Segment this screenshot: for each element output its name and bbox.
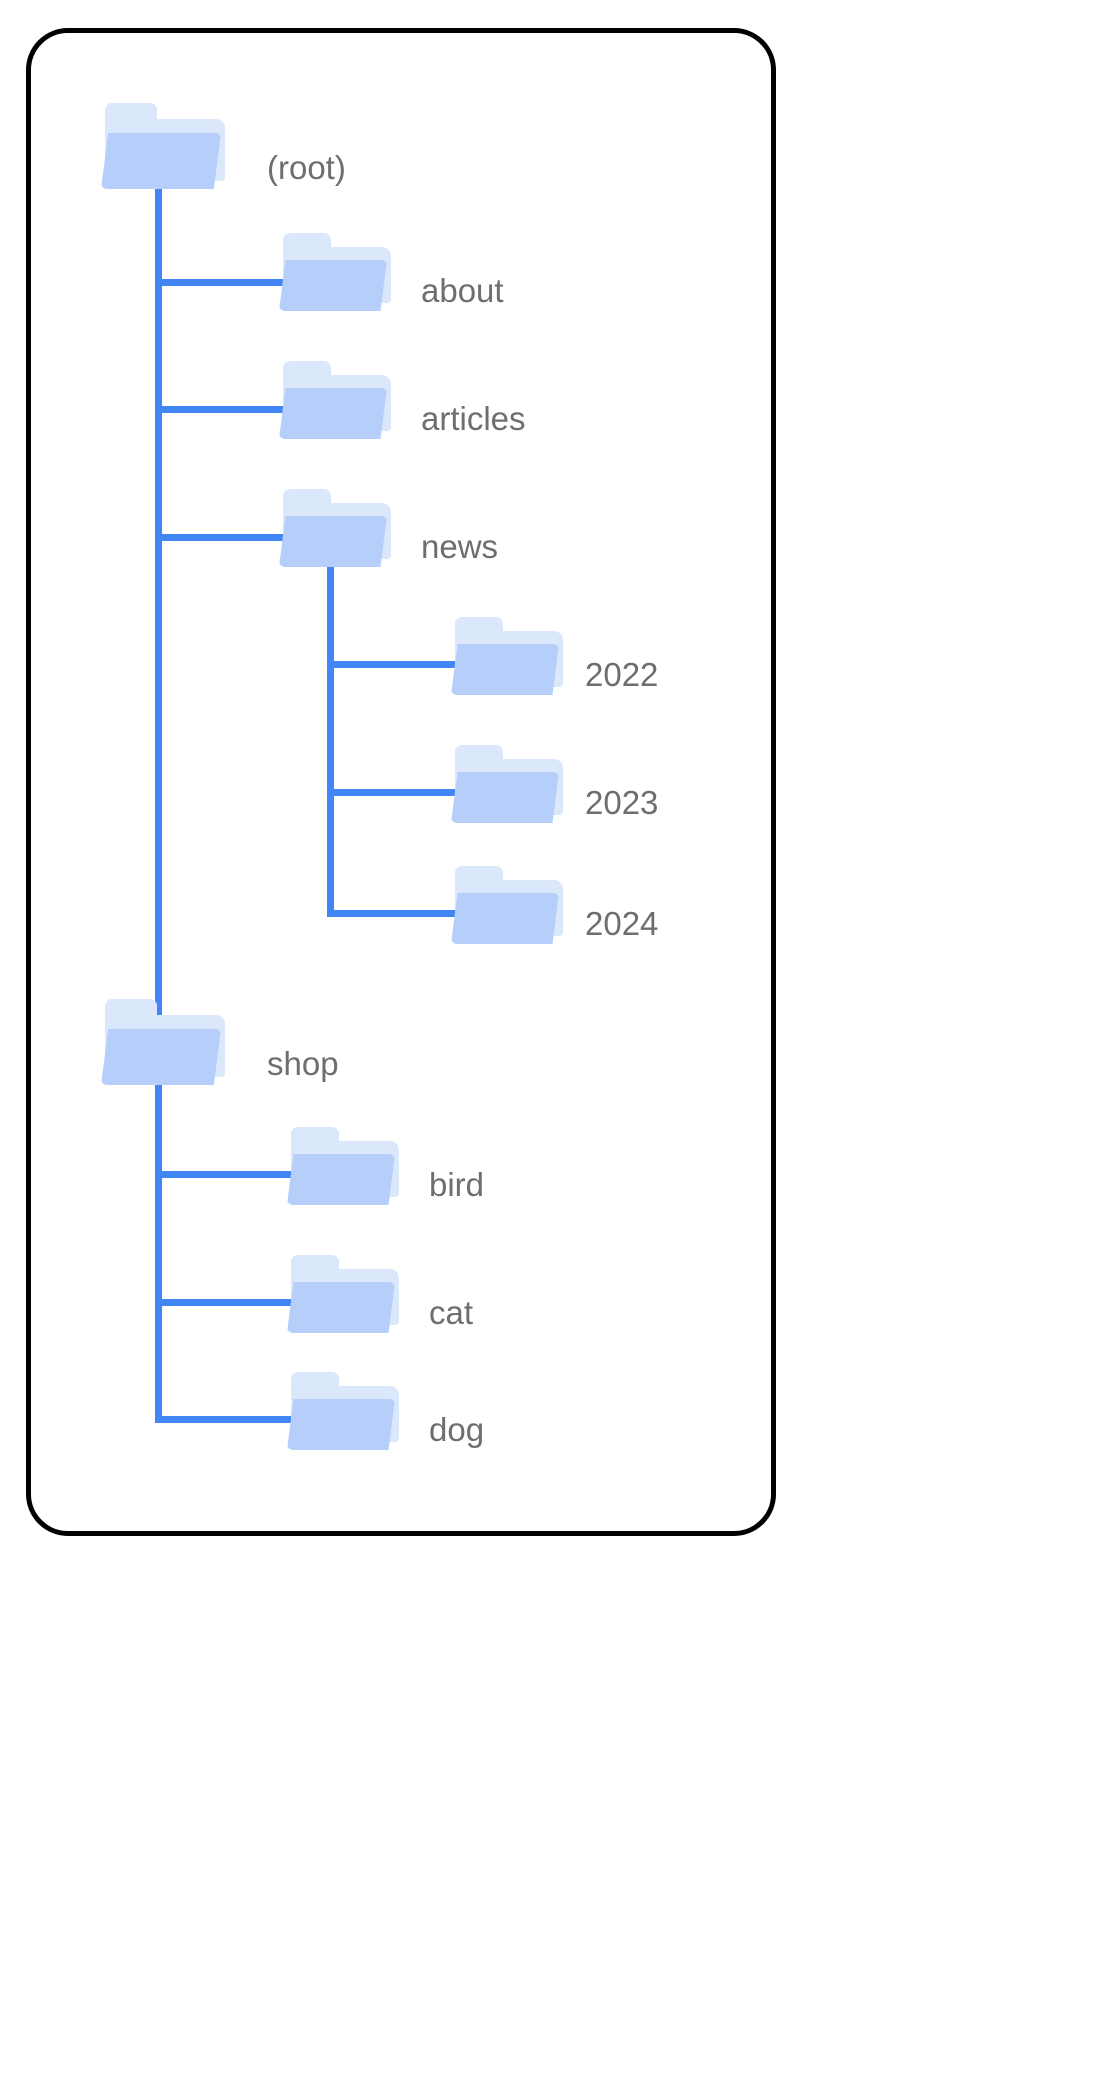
tree-node-cat[interactable]: cat (287, 1255, 617, 1355)
tree-node-about[interactable]: about (279, 233, 619, 333)
edge-root-news (155, 534, 285, 541)
tree-node-bird[interactable]: bird (287, 1127, 617, 1227)
edge-news-2022 (327, 661, 457, 668)
tree-node-label: 2024 (585, 905, 659, 942)
folder-icon (287, 1255, 399, 1335)
edge-root-articles (155, 406, 285, 413)
tree-node-label: shop (267, 1045, 339, 1082)
folder-icon (101, 999, 225, 1087)
edge-news-2023 (327, 789, 457, 796)
tree-node-label: dog (429, 1411, 485, 1448)
tree-node-root[interactable]: (root) (101, 103, 401, 213)
edge-shop-cat (155, 1299, 295, 1306)
edge-shop-bird (155, 1171, 295, 1178)
tree-node-shop[interactable]: shop (101, 999, 421, 1109)
tree-node-news[interactable]: news (279, 489, 619, 589)
tree-node-label: 2022 (585, 656, 659, 693)
edge-root-trunk (155, 183, 162, 1043)
tree-node-label: news (421, 528, 499, 565)
tree-node-label: (root) (267, 149, 346, 186)
tree-node-label: cat (429, 1294, 474, 1331)
folder-icon (287, 1372, 399, 1452)
tree-node-news-2024[interactable]: 2024 (451, 866, 771, 966)
tree-node-news-2022[interactable]: 2022 (451, 617, 771, 717)
edge-shop-trunk (155, 1043, 162, 1423)
tree-node-news-2023[interactable]: 2023 (451, 745, 771, 845)
edge-news-trunk (327, 541, 334, 917)
folder-icon (451, 745, 563, 825)
tree-node-articles[interactable]: articles (279, 361, 619, 461)
edge-shop-dog (155, 1416, 295, 1423)
tree-node-label: about (421, 272, 504, 309)
folder-icon (101, 103, 225, 191)
folder-icon (279, 233, 391, 313)
folder-icon (287, 1127, 399, 1207)
edge-news-2024 (327, 910, 457, 917)
folder-icon (279, 489, 391, 569)
folder-icon (451, 617, 563, 697)
tree-node-dog[interactable]: dog (287, 1372, 617, 1472)
folder-icon (279, 361, 391, 441)
tree-node-label: articles (421, 400, 526, 437)
tree-node-label: bird (429, 1166, 485, 1203)
tree-node-label: 2023 (585, 784, 659, 821)
folder-tree: (root) about articles (31, 33, 771, 1531)
folder-icon (451, 866, 563, 946)
edge-root-about (155, 279, 285, 286)
tree-card: (root) about articles (26, 28, 776, 1536)
